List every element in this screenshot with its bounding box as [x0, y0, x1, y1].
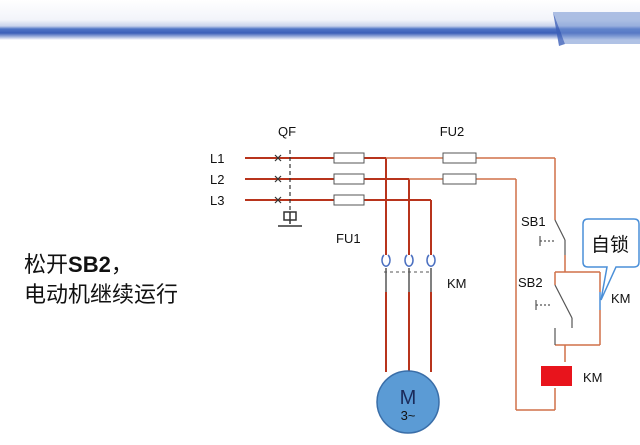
km-main-contacts — [381, 254, 436, 267]
caption-key: SB2 — [68, 252, 111, 277]
motor-phase-label: 3~ — [401, 408, 416, 423]
folded-corner-icon — [553, 12, 640, 46]
fu2-label: FU2 — [440, 124, 465, 139]
l2-label: L2 — [210, 172, 224, 187]
phase-l3-wire — [245, 199, 432, 255]
self-lock-text: 自锁 — [591, 234, 629, 256]
motor-label: M — [400, 387, 417, 409]
km-main-blades — [385, 268, 432, 292]
sb1-label: SB1 — [521, 214, 546, 229]
sb2-label: SB2 — [518, 275, 543, 290]
fuse-fu1 — [333, 152, 365, 206]
km-aux-label: KM — [611, 291, 631, 306]
fu1-label: FU1 — [336, 231, 361, 246]
breaker-qf — [274, 150, 291, 212]
caption-line-2: 电动机继续运行 — [24, 283, 179, 308]
caption-prefix: 松开 — [24, 253, 69, 278]
l3-label: L3 — [210, 193, 224, 208]
motor — [376, 370, 440, 434]
caption-line-1: 松开SB2， — [24, 250, 178, 281]
km-coil — [541, 366, 572, 386]
motor-feed-wires — [385, 292, 432, 372]
caption: 松开SB2， 电动机继续运行 — [24, 250, 178, 311]
stop-button-sb1 — [539, 219, 566, 255]
self-lock-callout — [582, 218, 640, 301]
l1-label: L1 — [210, 151, 224, 166]
start-button-sb2 — [535, 284, 573, 345]
km-coil-label: KM — [583, 370, 603, 385]
control-wire-mid — [516, 255, 601, 411]
qf-label: QF — [278, 124, 296, 139]
km-contacts-label: KM — [447, 276, 467, 291]
caption-suffix: ， — [110, 253, 133, 278]
header-band — [0, 0, 640, 40]
control-tap-wires — [386, 157, 556, 410]
phase-l2-wire — [245, 178, 410, 255]
ground-icon — [278, 211, 302, 227]
fuse-fu2 — [442, 152, 477, 185]
phase-l1-wire — [245, 157, 387, 255]
